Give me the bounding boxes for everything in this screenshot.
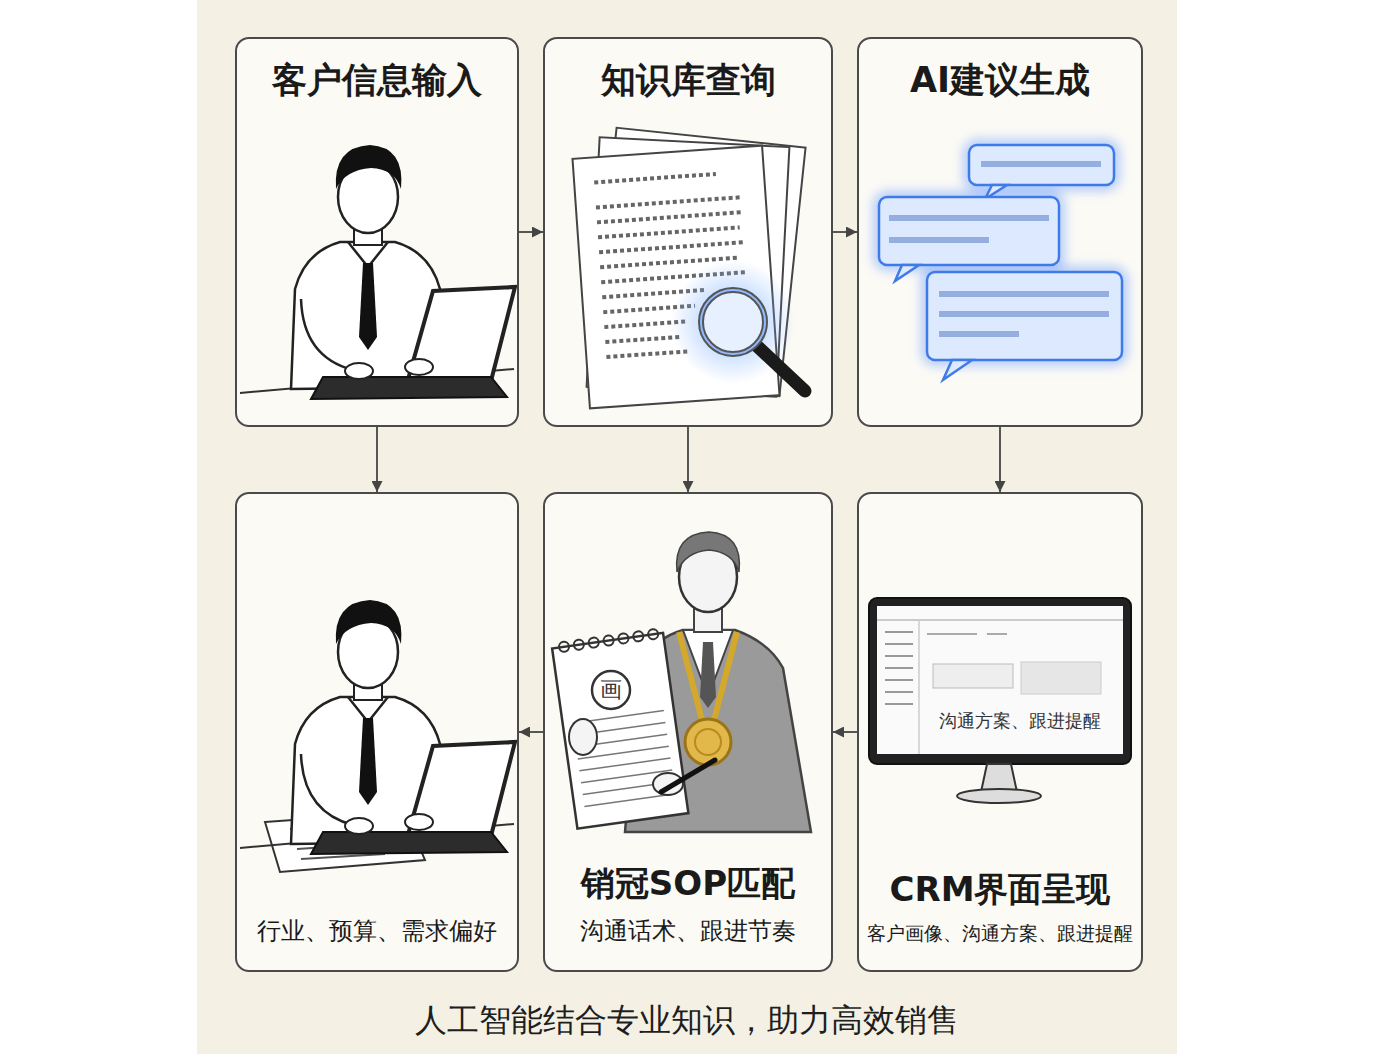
panel-subtitle: 行业、预算、需求偏好 (251, 916, 503, 946)
process-panel: 行业、预算、需求偏好 (235, 492, 519, 972)
flow-arrow (376, 427, 378, 492)
panel-heading: CRM界面呈现 (884, 868, 1117, 911)
document-stack (573, 128, 806, 409)
process-panel: CRM界面呈现客户画像、沟通方案、跟进提醒 (857, 492, 1143, 972)
icon-glyph: 画 (596, 676, 626, 704)
panel-heading: AI建议生成 (904, 59, 1096, 103)
flow-arrow (999, 427, 1001, 492)
flow-arrow (687, 427, 689, 492)
person-laptop-paper (240, 600, 515, 872)
panel-heading: 客户信息输入 (266, 59, 488, 103)
process-panel: 销冠SOP匹配沟通话术、跟进节奏 (543, 492, 833, 972)
panel-subtitle: 沟通话术、跟进节奏 (574, 916, 802, 946)
process-panel: AI建议生成 (857, 37, 1143, 427)
process-panel: 客户信息输入 (235, 37, 519, 427)
sales-champion (551, 532, 811, 832)
flow-arrow (833, 231, 857, 233)
crm-monitor (869, 598, 1131, 803)
panel-fills (235, 37, 1143, 972)
ai-chat-bubbles (879, 145, 1122, 380)
screen-text: 沟通方案、跟进提醒 (920, 708, 1120, 734)
flow-arrow (519, 731, 543, 733)
flow-arrow (833, 731, 857, 733)
panel-heading: 销冠SOP匹配 (575, 862, 801, 905)
caption: 人工智能结合专业知识，助力高效销售 (197, 998, 1177, 1042)
background-panel (197, 0, 1177, 1054)
person-laptop (240, 145, 515, 399)
panel-subtitle: 客户画像、沟通方案、跟进提醒 (861, 922, 1139, 946)
panel-heading: 知识库查询 (595, 59, 782, 103)
flow-arrow (519, 231, 543, 233)
process-panel: 知识库查询 (543, 37, 833, 427)
